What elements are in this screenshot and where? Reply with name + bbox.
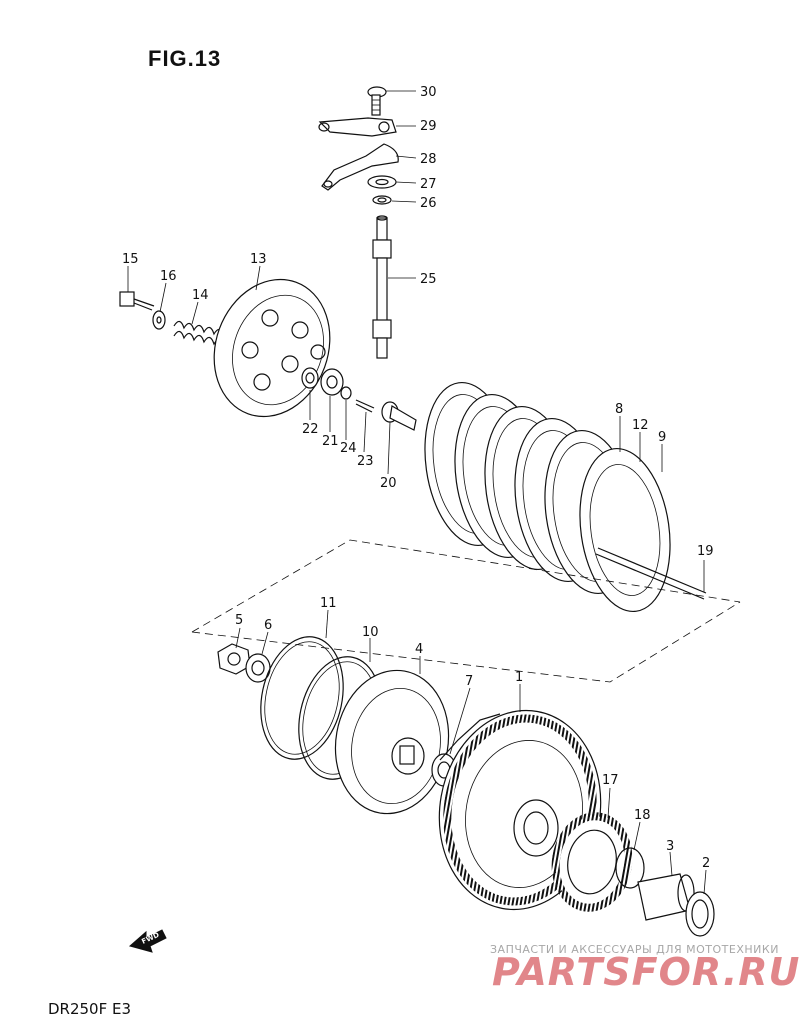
- part-4-clutch-hub[interactable]: [324, 661, 459, 822]
- callout-22: 22: [302, 422, 319, 437]
- callout-7: 7: [465, 674, 473, 689]
- callout-12: 12: [632, 418, 649, 433]
- part-22-ring[interactable]: [301, 367, 319, 389]
- part-15-bolt[interactable]: [119, 291, 155, 311]
- part-18-ring[interactable]: [615, 847, 645, 889]
- callout-1: 1: [515, 670, 523, 685]
- part-13-pressure-plate[interactable]: [195, 263, 348, 433]
- callout-21: 21: [322, 434, 339, 449]
- callout-19: 19: [697, 544, 714, 559]
- callout-9: 9: [658, 430, 666, 445]
- part-17-gear[interactable]: [549, 810, 636, 913]
- callout-14: 14: [192, 288, 209, 303]
- callout-16: 16: [160, 269, 177, 284]
- callout-29: 29: [420, 119, 437, 134]
- callout-10: 10: [362, 625, 379, 640]
- callout-4: 4: [415, 642, 423, 657]
- part-23-pin[interactable]: [355, 399, 375, 413]
- part-9-plate[interactable]: [570, 443, 680, 618]
- callout-25: 25: [420, 272, 437, 287]
- callout-6: 6: [264, 618, 272, 633]
- part-19-rod[interactable]: [595, 547, 707, 600]
- model-code: DR250F E3: [48, 1000, 132, 1018]
- part-25-push-rod[interactable]: [372, 215, 392, 359]
- callout-3: 3: [666, 839, 674, 854]
- watermark-tagline: ЗАПЧАСТИ И АКСЕССУАРЫ ДЛЯ МОТОТЕХНИКИ: [490, 943, 779, 956]
- part-28-release-lever[interactable]: [321, 143, 399, 191]
- part-24-washer[interactable]: [340, 386, 352, 400]
- callout-27: 27: [420, 177, 437, 192]
- callout-30: 30: [420, 85, 437, 100]
- part-26-washer[interactable]: [372, 195, 392, 205]
- part-16-washer[interactable]: [152, 310, 166, 330]
- callout-23: 23: [357, 454, 374, 469]
- part-29-release-arm[interactable]: [318, 117, 397, 137]
- fwd-arrow-icon: FWD: [128, 929, 167, 953]
- leader-lines: [127, 90, 707, 895]
- part-20-push-piece[interactable]: [381, 401, 417, 431]
- part-27-bearing[interactable]: [367, 175, 397, 189]
- watermark-logo: PARTSFOR.RU: [492, 950, 800, 994]
- part-21-bearing[interactable]: [320, 368, 344, 396]
- callout-28: 28: [420, 152, 437, 167]
- callout-24: 24: [340, 441, 357, 456]
- callout-18: 18: [634, 808, 651, 823]
- callout-17: 17: [602, 773, 619, 788]
- part-5-nut[interactable]: [217, 643, 251, 675]
- callout-11: 11: [320, 596, 337, 611]
- part-2-washer[interactable]: [685, 891, 715, 937]
- callout-13: 13: [250, 252, 267, 267]
- callout-8: 8: [615, 402, 623, 417]
- callout-20: 20: [380, 476, 397, 491]
- callout-5: 5: [235, 613, 243, 628]
- part-30-screw[interactable]: [367, 86, 387, 116]
- callout-15: 15: [122, 252, 139, 267]
- figure-title: FIG.13: [148, 46, 222, 71]
- part-11-wire-ring[interactable]: [250, 629, 354, 767]
- callout-26: 26: [420, 196, 437, 211]
- plate-stack: [424, 381, 680, 618]
- callout-2: 2: [702, 856, 710, 871]
